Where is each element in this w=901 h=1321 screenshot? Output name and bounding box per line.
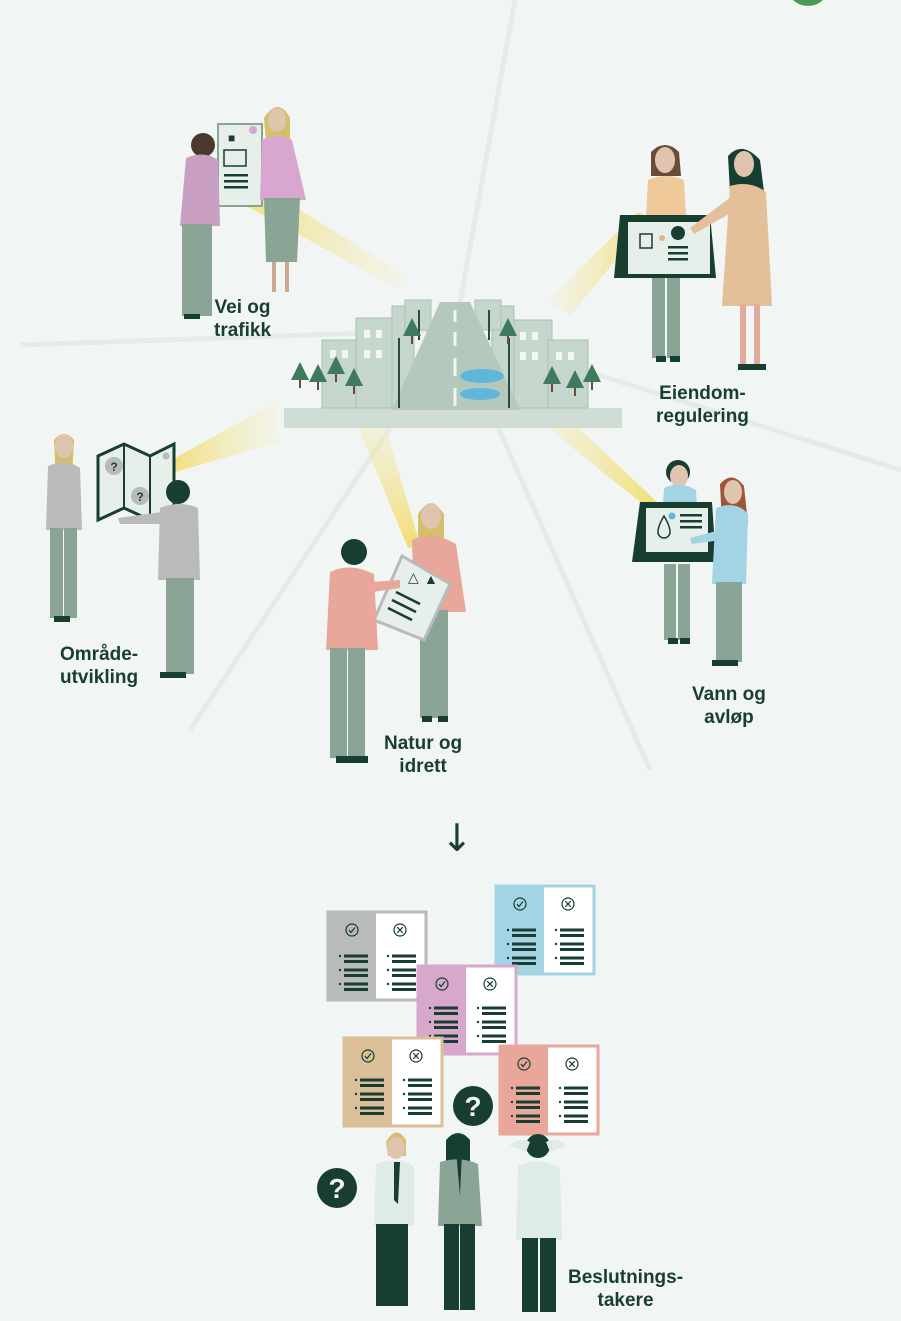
question-badge-1 — [453, 1086, 493, 1126]
decision-makers: ? ? — [317, 1086, 566, 1312]
vei-og-trafikk-people: ■ — [180, 107, 306, 319]
svg-text:?: ? — [136, 490, 143, 504]
card-salmon — [498, 1044, 600, 1136]
question-badge-2 — [317, 1168, 357, 1208]
corner-circle — [792, 0, 824, 6]
pie-chart-icon — [671, 226, 685, 240]
eiendom-people — [614, 145, 772, 370]
label-omradeutvikling: Område- utvikling — [60, 644, 139, 688]
question-icon: ? — [328, 1173, 345, 1204]
down-arrow-icon: ↓ — [441, 816, 473, 860]
tree-icon: △ — [408, 569, 419, 585]
card-blue — [494, 884, 596, 976]
natur-people: △ ▲ — [326, 503, 466, 763]
omrade-people: ? ? — [46, 434, 200, 678]
buildings-icon — [639, 233, 653, 249]
vann-people — [632, 460, 748, 666]
question-icon: ? — [110, 460, 117, 474]
bar-chart-icon — [223, 149, 247, 167]
question-icon: ? — [464, 1091, 481, 1122]
water-drop-icon — [657, 514, 671, 539]
card-tan — [342, 1036, 444, 1128]
label-beslutningstakere: Beslutnings- takere — [568, 1267, 684, 1311]
label-vann-og-avlop: Vann og avløp — [692, 684, 766, 728]
decision-cards — [326, 884, 600, 1136]
card-grey — [326, 910, 428, 1002]
city-illustration — [284, 299, 622, 428]
car-icon: ■ — [228, 131, 235, 145]
label-vei-og-trafikk: Vei og trafikk — [214, 297, 272, 341]
label-eiendomregulering: Eiendom- regulering — [656, 383, 749, 427]
label-natur-og-idrett: Natur og idrett — [384, 733, 463, 777]
